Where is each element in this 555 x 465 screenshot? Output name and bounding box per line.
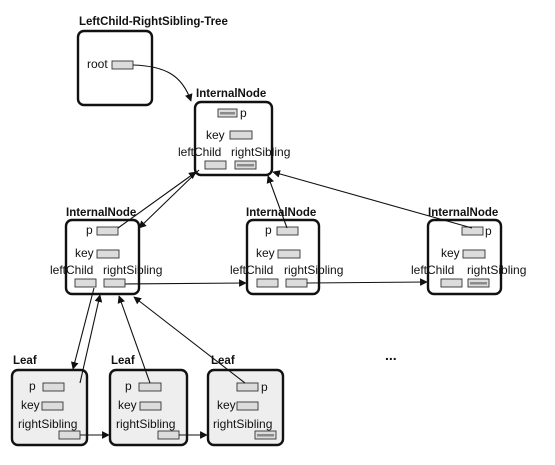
leaf-3-key-slot [236,401,259,411]
center-rightsibling-to-right-arrow [306,278,428,286]
top-leftchild-to-left-arrow [138,169,200,229]
leaf-3-key-label: key [217,398,236,412]
leaf-1-rightsibling-label: rightSibling [18,417,77,431]
left-rightsibling-to-center-arrow [124,279,247,287]
right-leftchild-label: leftChild [411,263,454,277]
left-key-label: key [75,246,94,260]
leaf-1-title: Leaf [13,355,37,367]
right-p-label: p [485,224,492,238]
leaf-1-key-slot [41,401,64,411]
left-leftchild-slot [74,278,97,288]
root-label: root [87,57,108,71]
top-p-label: p [240,106,247,120]
right-p-to-top-arrow [272,170,473,229]
center-p-slot [276,226,299,236]
leaf-3-p-slot [236,382,259,392]
leaf-1-p-label: p [29,379,36,393]
left-rightsibling-label: rightSibling [103,263,162,277]
top-key-slot [229,130,253,140]
right-p-slot [461,226,484,236]
leaf2-p-to-left-arrow [117,295,151,384]
ellipsis-label: ... [385,347,397,363]
left-p-to-top-arrow [117,171,197,229]
center-p-to-top-arrow [266,175,288,229]
leaf-3-rightsibling-label: rightSibling [213,417,272,431]
top-rightsibling-label: rightSibling [231,145,290,159]
leaf-2-p-slot [138,382,162,392]
top-p-null-bar [220,112,235,115]
tree-title: LeftChild-RightSibling-Tree [79,16,228,28]
center-rightsibling-slot [285,278,308,288]
leaf-node-2: Leaf p key rightSibling [108,355,189,447]
internal-node-left: InternalNode p key leftChild rightSiblin… [50,207,162,296]
left-leftchild-label: leftChild [50,263,93,277]
leaf-node-3: Leaf p key rightSibling [206,355,285,447]
center-leftchild-slot [256,278,279,288]
internal-node-left-title: InternalNode [66,207,136,219]
right-rightsibling-label: rightSibling [467,263,526,277]
leaf-2-p-label: p [125,379,132,393]
leaf-2-key-label: key [118,398,137,412]
center-leftchild-label: leftChild [230,263,273,277]
pointer-arrows [71,64,473,439]
leaf1-p-to-left-arrow [79,294,103,384]
right-key-label: key [441,246,460,260]
left-p-slot [96,226,119,236]
internal-node-center: InternalNode p key leftChild rightSiblin… [230,207,343,296]
internal-node-right: InternalNode p key leftChild rightSiblin… [411,207,526,296]
tree-object: LeftChild-RightSibling-Tree root [76,16,228,107]
right-key-slot [462,249,486,259]
internal-node-top-title: InternalNode [196,88,266,100]
center-key-label: key [256,246,275,260]
top-leftchild-label: leftChild [178,145,221,159]
leaf-3-title: Leaf [211,355,235,367]
leaf-2-rightsibling-label: rightSibling [116,417,175,431]
center-key-slot [277,249,301,259]
root-to-top-arrow [132,64,193,102]
right-leftchild-slot [440,278,463,288]
leaf-2-key-slot [139,401,162,411]
leaf-1-key-label: key [21,398,40,412]
leaf-3-rightsibling-null-bar [257,434,274,437]
root-pointer-slot [111,60,134,70]
leaf-1-rightsibling-slot [58,430,81,440]
center-p-label: p [265,223,272,237]
top-leftchild-slot [204,160,227,170]
internal-node-right-title: InternalNode [428,207,498,219]
leaf3-p-to-left-arrow [133,296,246,384]
leaf-1-p-slot [42,382,65,392]
leaf-node-1: Leaf p key rightSibling [10,355,89,447]
left-key-slot [96,249,120,259]
left-leftchild-to-leaf1-arrow [71,287,95,370]
leaf-2-title: Leaf [111,355,135,367]
internal-node-top: InternalNode p key leftChild rightSiblin… [178,88,290,177]
top-key-label: key [206,128,225,142]
top-rightsibling-null-bar [237,164,254,167]
left-p-label: p [86,223,93,237]
left-rightsibling-slot [103,278,126,288]
leaf-3-p-label: p [261,380,268,394]
leaf-2-rightsibling-slot [157,430,180,440]
center-rightsibling-label: rightSibling [284,263,343,277]
right-rightsibling-null-bar [470,282,487,285]
